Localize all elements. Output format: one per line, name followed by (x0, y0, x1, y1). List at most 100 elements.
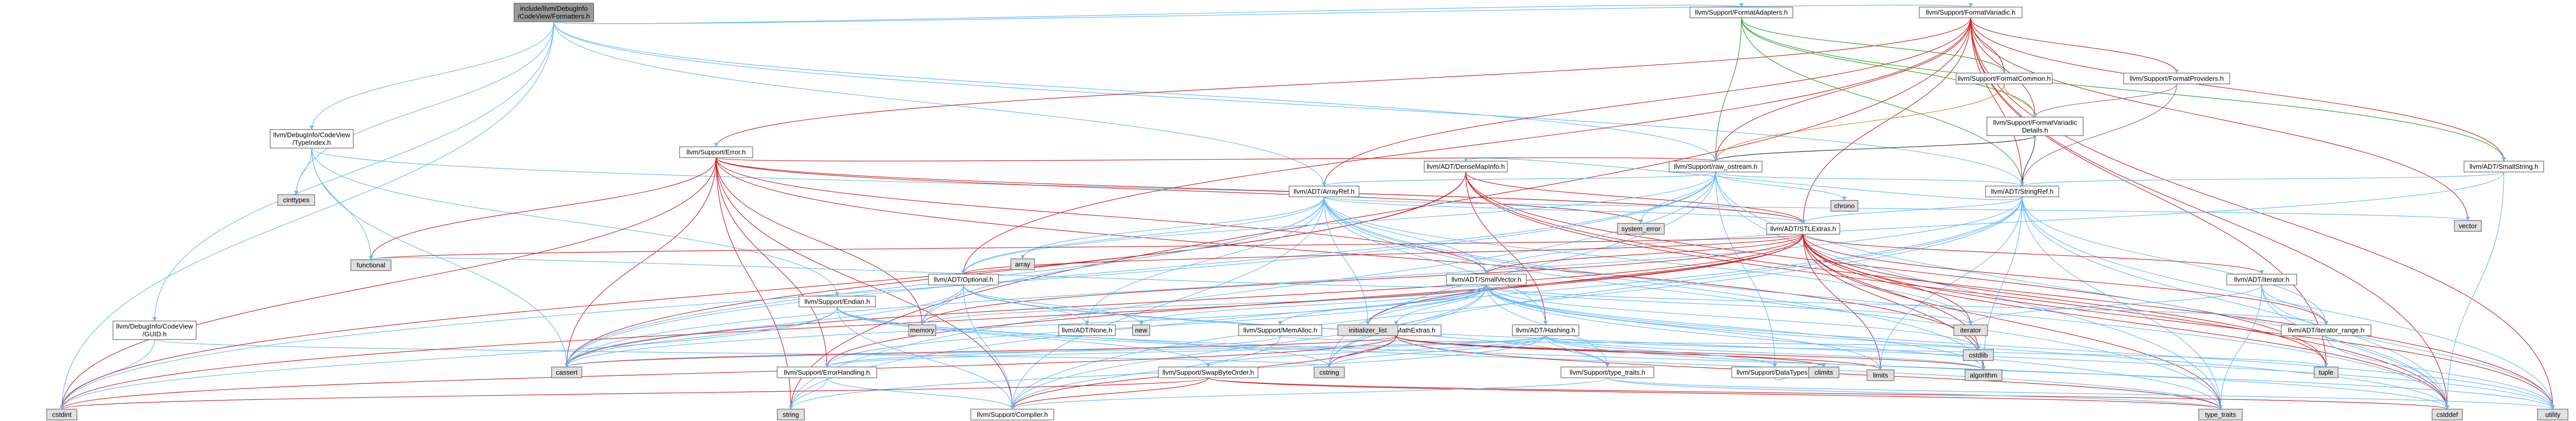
node-guid[interactable]: llvm/DebugInfo/CodeView/GUID.h (112, 321, 197, 340)
node-functional: functional (350, 259, 392, 271)
edge-typeindex-to-stlextras (311, 148, 1805, 224)
node-swapbyteorder[interactable]: llvm/Support/SwapByteOrder.h (1158, 366, 1259, 378)
edge-densemapinfo-to-tuple (1465, 172, 2329, 367)
node-label: initializer_list (1349, 326, 1387, 334)
node-box (2464, 161, 2545, 172)
edge-smallvector-to-limits (1486, 285, 1883, 371)
node-smallstring[interactable]: llvm/ADT/SmallString.h (2464, 161, 2545, 172)
edge-rawostream-to-cstddef (1715, 172, 2450, 410)
node-typetraitsh[interactable]: llvm/Support/type_traits.h (1561, 366, 1654, 378)
edge-endian-to-cassert (564, 307, 838, 367)
node-label: llvm/Support/MemAlloc.h (1243, 326, 1317, 334)
node-box (1964, 370, 2003, 381)
node-label: Details.h (2022, 127, 2048, 134)
node-optional[interactable]: llvm/ADT/Optional.h (928, 274, 999, 286)
node-smallvector[interactable]: llvm/ADT/SmallVector.h (1446, 274, 1527, 286)
node-label: cstring (1319, 369, 1339, 376)
edge-itrange-to-utility (2326, 336, 2555, 410)
edge-fmtvariadic-to-error (714, 17, 1971, 148)
edge-stlextras-to-functional (369, 234, 1804, 260)
node-endian[interactable]: llvm/Support/Endian.h (799, 295, 876, 308)
edge-rawostream-to-arrayref (1322, 171, 1716, 187)
edge-root-to-cstdint (59, 22, 554, 410)
node-memalloc[interactable]: llvm/Support/MemAlloc.h (1238, 324, 1323, 336)
node-stringref[interactable]: llvm/ADT/StringRef.h (1985, 185, 2059, 198)
node-label: vector (2459, 222, 2477, 230)
node-label: cinttypes (283, 196, 310, 204)
node-label: /CodeView/Formatters.h (518, 12, 590, 20)
node-box (1423, 161, 1508, 172)
edge-endian-to-cstring (837, 307, 1332, 367)
node-stlextras[interactable]: llvm/ADT/STLExtras.h (1766, 223, 1840, 235)
edge-typeindex-to-endian (311, 148, 840, 297)
node-tuple: tuple (2314, 366, 2338, 378)
node-label: functional (357, 261, 385, 269)
node-rawostream[interactable]: llvm/Support/raw_ostream.h (1669, 161, 1762, 172)
node-label: llvm/Support/FormatCommon.h (1958, 75, 2051, 82)
edge-rawostream-to-cstdint (59, 172, 1716, 410)
node-box (1512, 324, 1580, 336)
node-hashing[interactable]: llvm/ADT/Hashing.h (1512, 324, 1580, 336)
node-label: algorithm (1970, 372, 1997, 379)
edge-smallvector-to-memory (920, 285, 1487, 326)
edge-error-to-cstdint (59, 157, 717, 410)
node-arrayref[interactable]: llvm/ADT/ArrayRef.h (1289, 185, 1360, 198)
edge-hashing-to-cassert (565, 335, 1546, 367)
node-box (2432, 409, 2463, 420)
edge-guid-to-cstring (154, 339, 1331, 367)
edge-fmtvariadic-to-cstddef (1970, 17, 2450, 410)
edge-swapbyteorder-to-compiler (1010, 377, 1209, 410)
edge-fmtcommon-to-fmtvardetails (2004, 84, 2038, 118)
node-iteratorh[interactable]: llvm/ADT/iterator.h (2226, 274, 2297, 286)
edge-hashing-to-cstring (1327, 335, 1546, 367)
edge-smallvector-to-new (1139, 285, 1487, 326)
edge-error-to-errhandling (716, 157, 829, 367)
node-chrono: chrono (1831, 200, 1858, 212)
edge-fmtvardetails-to-stringref (2020, 135, 2036, 187)
node-cstddef: cstddef (2432, 409, 2463, 420)
node-box (1987, 116, 2084, 136)
edges-layer (59, 3, 2555, 410)
edge-stringref-to-typetraits (2022, 197, 2223, 410)
edge-endian-to-swapbyteorder (837, 307, 1211, 367)
node-box (679, 146, 753, 158)
node-fmtadapters[interactable]: llvm/Support/FormatAdapters.h (1689, 7, 1793, 19)
node-label: cstdlib (1969, 352, 1988, 359)
edge-stlextras-to-cstdint (59, 234, 1804, 410)
node-label: llvm/ADT/SmallVector.h (1451, 276, 1521, 284)
edge-iteratorh-to-itrange (2261, 285, 2329, 326)
node-densemapinfo[interactable]: llvm/ADT/DenseMapInfo.h (1423, 161, 1508, 172)
node-compiler[interactable]: llvm/Support/Compiler.h (970, 409, 1055, 420)
node-label: utility (2545, 411, 2561, 418)
node-label: include/llvm/DebugInfo (520, 5, 588, 12)
edge-fmtvariadic-to-stringref (1970, 17, 2025, 187)
node-label: system_error (1621, 225, 1661, 233)
node-climits: climits (1808, 366, 1840, 378)
edge-mathextras-to-algorithm (1396, 335, 1986, 371)
edge-hashing-to-typetraitsh (1545, 336, 1610, 367)
edge-fmtvariadic-to-arrayref (1321, 17, 1971, 187)
node-datatypes[interactable]: llvm/Support/DataTypes.h (1731, 366, 1819, 378)
node-errhandling[interactable]: llvm/Support/ErrorHandling.h (776, 366, 877, 378)
edge-optional-to-new (963, 285, 1144, 326)
edge-rawostream-to-stringref (1715, 171, 2024, 187)
node-fmtcommon[interactable]: llvm/Support/FormatCommon.h (1956, 73, 2053, 84)
edge-swapbyteorder-to-cstddef (1208, 377, 2449, 410)
edge-optional-to-memory (920, 285, 964, 326)
node-box (551, 366, 582, 378)
edge-smallvector-to-mathextras (1394, 285, 1487, 326)
node-root[interactable]: include/llvm/DebugInfo/CodeView/Formatte… (513, 3, 594, 22)
edge-stlextras-to-iteratorh (1803, 234, 2264, 275)
node-itrange[interactable]: llvm/ADT/iterator_range.h (2281, 324, 2371, 336)
node-fmtvariadic[interactable]: llvm/Support/FormatVariadic.h (1919, 7, 2023, 19)
node-error[interactable]: llvm/Support/Error.h (679, 146, 753, 158)
node-fmtproviders[interactable]: llvm/Support/FormatProviders.h (2123, 73, 2230, 84)
edge-root-to-cinttypes (294, 22, 554, 196)
node-typeindex[interactable]: llvm/DebugInfo/CodeView/TypeIndex.h (269, 129, 354, 149)
node-box (776, 366, 877, 378)
edge-smallvector-to-errhandling (824, 285, 1487, 367)
edge-hashing-to-datatypes (1545, 335, 1777, 367)
node-none[interactable]: llvm/ADT/None.h (1058, 324, 1116, 336)
node-algorithm: algorithm (1964, 370, 2003, 381)
